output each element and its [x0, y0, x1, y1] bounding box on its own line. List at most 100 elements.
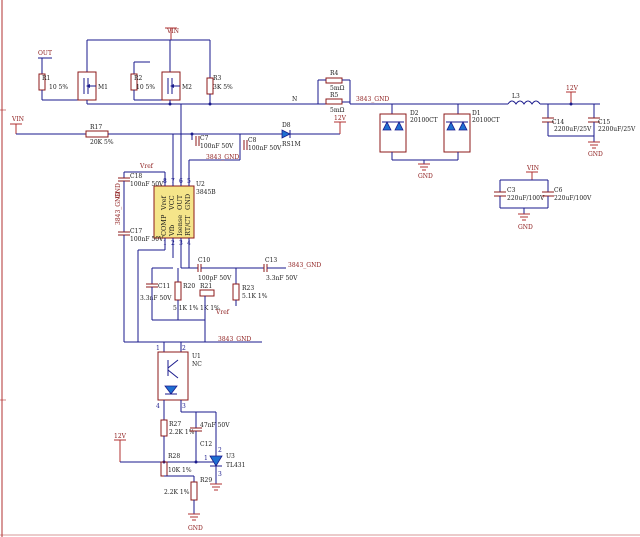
net-n: N: [292, 96, 297, 103]
c8-value: 100nF 50V: [248, 145, 282, 152]
r3-value: 3K 5%: [213, 84, 233, 91]
c6-value: 220uF/100V: [554, 195, 592, 202]
net-gnd-1: GND: [588, 151, 603, 158]
r28-ref: R28: [168, 453, 180, 460]
u3-pin-num: 3: [218, 471, 222, 478]
r5-value: 5mΩ: [330, 107, 345, 114]
r4-ref: R4: [330, 70, 339, 77]
c12-ref-top: 47nF 50V: [200, 422, 230, 429]
l3-ref: L3: [512, 93, 520, 100]
net-vref-2: Vref: [215, 309, 230, 316]
u2-pin-rtct: RT/CT: [184, 215, 192, 236]
opto-led: [164, 385, 178, 395]
gnd-label-4: 3843_GND: [218, 336, 251, 343]
c8-ref: C8: [248, 137, 257, 144]
net-out: OUT: [38, 50, 52, 57]
u2-pin-gnd: GND: [184, 194, 192, 210]
u3-pin-num: 2: [218, 447, 222, 454]
c15-ref: C15: [598, 119, 610, 126]
c6-ref: C6: [554, 187, 563, 194]
r2-value: 10 5%: [136, 84, 155, 91]
u3-value: TL431: [226, 462, 245, 469]
c10-ref: C10: [198, 257, 210, 264]
net-vin-right: VIN: [526, 165, 539, 172]
net-gnd-3: GND: [518, 224, 533, 231]
resistor-r4: [325, 77, 343, 84]
c15-value: 2200uF/25V: [598, 126, 636, 133]
u2-pin-vfb: Vfb: [168, 225, 176, 237]
u1-value: NC: [192, 361, 202, 368]
r2-ref: R2: [134, 75, 143, 82]
u1-pin-num: 2: [182, 345, 186, 352]
u1-pin-num: 3: [182, 403, 186, 410]
d8-ref: D8: [282, 122, 291, 129]
resistor-r27: [160, 419, 168, 437]
c7-value: 100nF 50V: [200, 143, 234, 150]
c17-value: 100nF 50V: [130, 236, 164, 243]
d1-value: 20100CT: [472, 117, 500, 124]
gnd-label-vertical: 3843_GND: [115, 192, 122, 225]
c18-ref: C18: [130, 173, 142, 180]
diode-d2: [379, 113, 407, 153]
net-vref-1: Vref: [139, 163, 154, 170]
inductor-l3: [507, 100, 541, 105]
r28-value: 10K 1%: [168, 467, 192, 474]
ground-symbol: [518, 213, 530, 221]
u2-pin-vcc: VCC: [168, 195, 176, 211]
d2-value: 20100CT: [410, 117, 438, 124]
junction: [569, 102, 573, 106]
c3-ref: C3: [507, 187, 516, 194]
r29-value: 2.2K 1%: [164, 489, 190, 496]
c11-ref: C11: [158, 283, 170, 290]
net-gnd-2: GND: [418, 173, 433, 180]
r20-value: 5.1K 1%: [173, 305, 199, 312]
u2-pin-isense: Isense: [176, 215, 184, 236]
c12-ref: C12: [200, 441, 212, 448]
u2-pin-out: OUT: [176, 194, 184, 210]
diode-d8: [281, 129, 291, 139]
v12-right-port: 12V: [566, 85, 579, 104]
resistor-r28: [160, 461, 168, 477]
resistor-r5: [325, 98, 343, 105]
c13-value: 3.3nF 50V: [266, 275, 298, 282]
d2-ref: D2: [410, 110, 419, 117]
r17-ref: R17: [90, 124, 102, 131]
r1-value: 10 5%: [49, 84, 68, 91]
c11-value: 3.3nF 50V: [140, 295, 172, 302]
mosfet-m2: [161, 71, 181, 101]
u2-pin-vref: Vref: [160, 195, 168, 211]
r29-ref: R29: [200, 477, 212, 484]
net-12v-right: 12V: [566, 85, 579, 92]
c18-value: 100nF 50V: [130, 181, 164, 188]
transistor-collector: [167, 359, 179, 369]
r17-value: 20K 5%: [90, 139, 114, 146]
d8-value: RS1M: [282, 141, 301, 148]
r27-value: 2.2K 1%: [169, 429, 195, 436]
vin-top-port: VIN: [165, 27, 179, 40]
gnd-label-1: 3843_GND: [356, 96, 389, 103]
u1-pin-num: 4: [156, 403, 160, 410]
resistor-r20: [174, 281, 182, 301]
r1-ref: R1: [42, 75, 50, 82]
ground-symbol: [210, 483, 222, 491]
u3-ref: U3: [226, 453, 235, 460]
ground-symbol: [588, 141, 600, 149]
net-12v-bottom: 12V: [114, 433, 127, 440]
m2-ref: M2: [182, 84, 192, 91]
junction: [194, 460, 198, 464]
resistor-r23: [232, 283, 240, 301]
u1-ref: U1: [192, 353, 201, 360]
c14-ref: C14: [552, 119, 564, 126]
u2-ref: U2: [196, 181, 205, 188]
r21-value: 1K 1%: [200, 305, 220, 312]
net-vin-top: VIN: [166, 28, 179, 35]
u2-pin-comp: COMP: [160, 214, 168, 236]
shunt-regulator-u3: [209, 455, 223, 467]
u1-pin-num: 1: [156, 345, 160, 352]
junction: [168, 102, 172, 106]
net-12v-top: 12V: [334, 115, 347, 122]
r5-ref: R5: [330, 92, 339, 99]
u3-pin-num: 1: [204, 455, 208, 462]
v12-top-port: 12V: [334, 115, 347, 134]
